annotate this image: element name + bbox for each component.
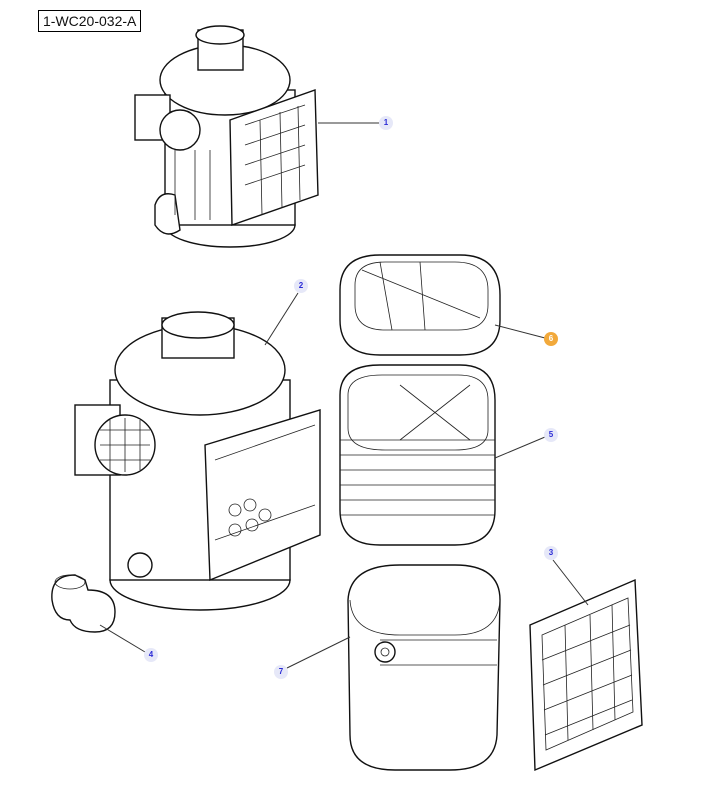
leader-lines [99, 122, 589, 669]
diagram-reference-code: 1-WC20-032-A [38, 10, 142, 32]
callout-5[interactable]: 5 [544, 428, 558, 442]
part-5-filter-element [339, 364, 496, 546]
callout-7[interactable]: 7 [274, 665, 288, 679]
part-1-assembly [134, 25, 319, 248]
part-4-elbow [51, 574, 116, 633]
callout-1[interactable]: 1 [379, 116, 393, 130]
part-2-housing [74, 311, 321, 611]
part-7-sleeve [347, 564, 501, 771]
callout-4[interactable]: 4 [144, 648, 158, 662]
callout-3[interactable]: 3 [544, 546, 558, 560]
part-6-pre-filter [339, 254, 501, 356]
part-3-cover [529, 578, 643, 772]
callout-2[interactable]: 2 [294, 279, 308, 293]
callout-6-highlighted[interactable]: 6 [544, 332, 558, 346]
